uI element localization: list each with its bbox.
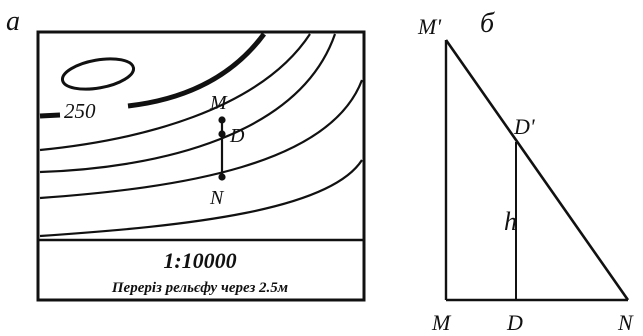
point-m-marker xyxy=(218,116,226,124)
vertex-m-label: M xyxy=(431,310,452,335)
panel-b: б M' D' h M D N xyxy=(417,8,634,335)
contour-label-250: 250 xyxy=(64,99,96,123)
contour-summit xyxy=(60,57,136,91)
point-n-label: N xyxy=(209,187,225,209)
contour-250-left xyxy=(39,112,61,119)
contour-line-3 xyxy=(39,33,337,174)
vertex-n-label: N xyxy=(617,310,634,335)
triangle-hypotenuse xyxy=(444,39,630,301)
map-scale: 1:10000 xyxy=(163,248,236,273)
contour-line-2 xyxy=(39,33,311,152)
point-m-label: M xyxy=(209,92,228,114)
vertex-d-prime-label: D' xyxy=(513,114,535,139)
vertex-m-prime-label: M' xyxy=(417,14,441,39)
panel-a-label: a xyxy=(6,6,20,37)
panel-b-label: б xyxy=(480,8,495,39)
point-d-label: D xyxy=(229,125,245,147)
point-n-marker xyxy=(218,173,226,181)
point-d-marker xyxy=(218,130,226,138)
point-d-base-label: D xyxy=(506,310,523,335)
contour-line-4 xyxy=(39,79,364,200)
height-label: h xyxy=(504,207,517,236)
contour-interval-caption: Переріз рельєфу через 2.5м xyxy=(111,280,288,296)
panel-a: a 250 M D N 1:10000 Переріз рельєфу чере… xyxy=(6,6,366,302)
contour-line-5 xyxy=(39,159,363,238)
contour-250-right xyxy=(127,32,267,109)
map-frame xyxy=(36,30,366,302)
